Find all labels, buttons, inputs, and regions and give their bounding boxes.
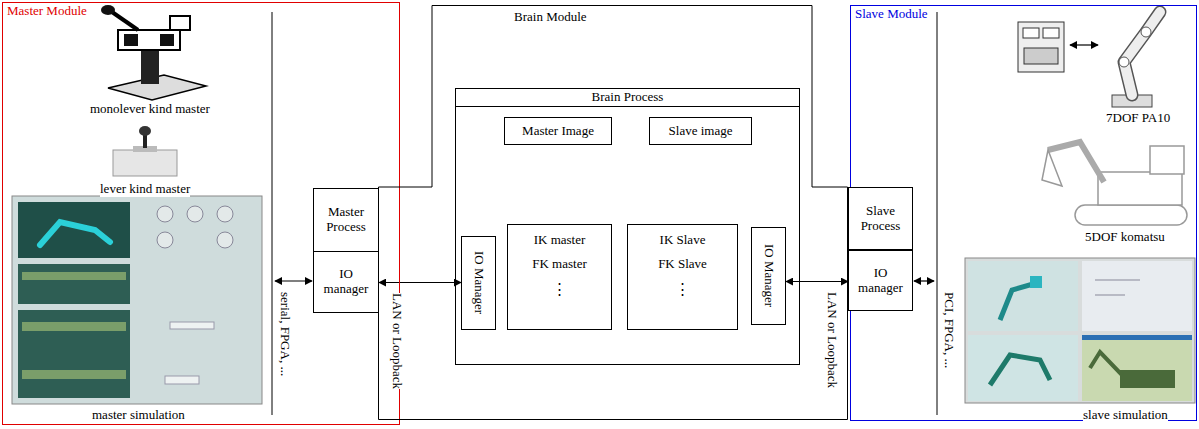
module-frame: Brain ModuleBrain ProcessMaster Image Sla… (378, 5, 848, 420)
picture-caption: master simulation (92, 408, 185, 423)
process-heading: Brain Process (456, 90, 799, 105)
box-label: IO Manager (471, 251, 486, 314)
io-box: IO Manager (461, 236, 496, 330)
monolever-master-picture (101, 5, 206, 100)
io-arrow (275, 280, 312, 281)
slave-simulation-screen (965, 258, 1195, 403)
module-heading: Slave Module (855, 7, 928, 22)
excavator-picture (1042, 142, 1187, 225)
bus-line (272, 12, 273, 415)
box-label: FK Slave (658, 257, 707, 272)
box-label: IO manager (851, 266, 910, 296)
io-arrow (914, 280, 934, 281)
bus-label: serial, FPGA, ... (277, 292, 292, 376)
picture-caption: 5DOF komatsu (1085, 230, 1165, 245)
io-box: IO manager (848, 250, 913, 311)
image-box: Slave image (649, 117, 752, 145)
link-label: LAN or Loopback (824, 292, 839, 388)
process-header: Brain Process (456, 89, 799, 107)
box-label: Slave Process (851, 204, 910, 234)
link-arrow (786, 281, 848, 282)
image-box: Master Image (504, 117, 612, 145)
process-frame: Brain ProcessMaster Image Slave image IO M… (455, 88, 800, 365)
box-label: Master Image (522, 124, 594, 139)
module-outline (378, 5, 848, 420)
pa10-robot-picture (1018, 12, 1160, 107)
module-heading: Brain Module (514, 10, 587, 25)
bus-label: PCI, FPGA, ... (941, 292, 956, 368)
master-simulation-screen (12, 196, 262, 404)
link-label: LAN or Loopback (389, 293, 404, 389)
kinematics-box: IK Slave FK Slave ⋮ (627, 224, 738, 330)
bus-line (937, 12, 938, 415)
kinematics-box: IK master FK master ⋮ (507, 224, 612, 330)
box-label: IO Manager (761, 244, 776, 307)
process-box: Slave Process (848, 187, 913, 250)
io-box: IO Manager (751, 227, 786, 325)
ellipsis-mark: ⋮ (675, 281, 690, 298)
box-label: Master Process (316, 205, 376, 235)
module-heading: Master Module (7, 4, 87, 19)
module-frame: Slave ModuleSlave Process IO manager (850, 5, 1197, 421)
picture-caption: monolever kind master (90, 102, 210, 117)
box-label: IO manager (316, 267, 376, 297)
box-label: Slave image (669, 124, 733, 139)
lever-master-picture (113, 126, 177, 176)
picture-caption: lever kind master (100, 182, 190, 197)
module-frame: Master ModuleMaster Process IO manager (2, 2, 400, 425)
link-arrow (379, 282, 461, 283)
ellipsis-mark: ⋮ (552, 281, 567, 298)
picture-caption: slave simulation (1083, 408, 1168, 423)
io-box: IO manager (313, 251, 379, 313)
picture-caption: 7DOF PA10 (1106, 111, 1170, 126)
box-label: IK master (534, 233, 586, 248)
process-box: Master Process (313, 188, 379, 252)
box-label: IK Slave (660, 233, 706, 248)
box-label: FK master (532, 257, 587, 272)
